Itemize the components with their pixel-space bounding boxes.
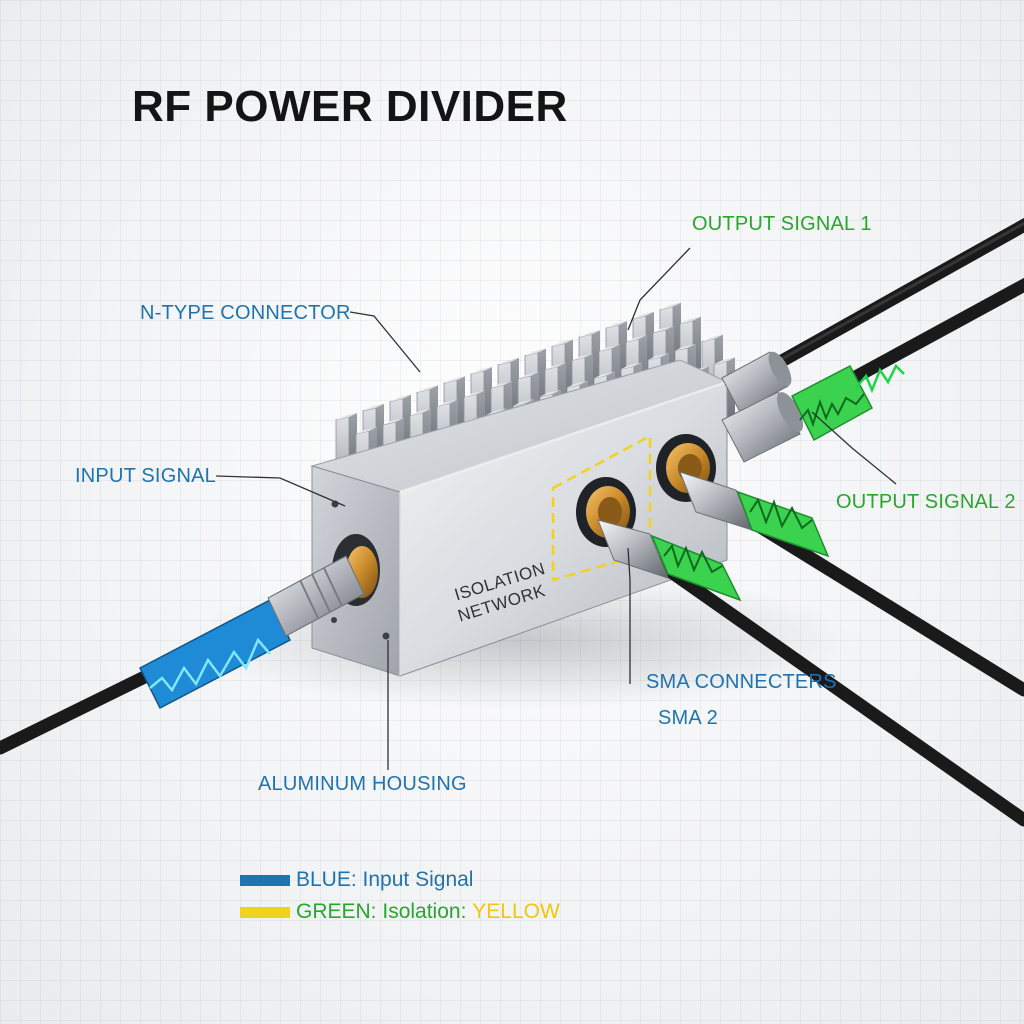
output-connector-2 — [721, 364, 874, 463]
heat-sink-fin-top — [606, 321, 627, 328]
input-cable — [0, 555, 365, 755]
heat-sink-fin-top — [545, 362, 566, 370]
legend-green-text: Isolation: — [382, 900, 467, 923]
output-2-signal-wave — [855, 363, 905, 394]
legend-swatch-blue — [240, 874, 290, 886]
label-output-signal-1: OUTPUT SIGNAL 1 — [692, 213, 872, 235]
label-sma-connecters: SMA CONNECTERS — [646, 671, 837, 693]
legend-row-green: GREEN: Isolation: YELLOW — [240, 900, 560, 924]
heat-sink-fin-top — [390, 394, 411, 402]
page-title: RF POWER DIVIDER — [132, 82, 568, 131]
heat-sink-fin-side — [592, 330, 600, 391]
heat-sink-fin-top — [653, 325, 674, 333]
heat-sink-fin-top — [464, 390, 485, 398]
label-input-signal: INPUT SIGNAL — [75, 465, 216, 487]
heat-sink-fin-top — [599, 344, 620, 352]
heat-sink-fin-side — [646, 311, 654, 372]
aluminum-housing-body — [310, 359, 729, 677]
legend-row-blue: BLUE: Input Signal — [240, 868, 473, 892]
label-sma-2: SMA 2 — [658, 707, 718, 729]
output-connector-1 — [721, 351, 792, 413]
heat-sink-fin-top — [680, 316, 701, 324]
sma-cable-2 — [679, 471, 1024, 697]
heat-sink-fin-top — [363, 403, 384, 411]
legend-yellow-text: YELLOW — [472, 900, 560, 923]
heat-sink-fin-top — [621, 362, 642, 370]
heat-sink-fin-top — [498, 357, 519, 365]
heat-sink-fin-top — [714, 357, 735, 365]
heat-sink-fin-top — [356, 427, 377, 434]
heat-sink-fin-top — [525, 348, 546, 356]
heat-sink-fin-side — [619, 321, 627, 381]
heat-sink-fin-top — [702, 334, 723, 342]
output-cable-1 — [773, 217, 1024, 369]
heat-sink-fin-top — [579, 330, 600, 338]
heat-sink-fin-top — [675, 343, 696, 351]
heat-sink-fin-top — [594, 371, 615, 379]
heat-sink-fin-side — [484, 367, 492, 427]
legend-green-key: GREEN: — [296, 900, 377, 923]
heat-sink-fin-top — [552, 339, 573, 347]
label-n-type-connector: N-TYPE CONNECTOR — [140, 302, 351, 324]
heat-sink-fin-top — [660, 302, 681, 310]
heat-sink-fin-top — [633, 311, 654, 319]
heat-sink-fin-side — [511, 357, 519, 418]
heat-sink-fin-top — [572, 353, 593, 361]
heat-sink-fin-top — [518, 371, 539, 379]
label-aluminum-housing: ALUMINUM HOUSING — [258, 773, 467, 795]
heat-sink-fin-side — [538, 348, 546, 409]
legend-blue-key: BLUE: — [296, 868, 357, 891]
heat-sink-fin-side — [673, 302, 681, 363]
sma-cable-1 — [597, 519, 1024, 827]
heat-sink-fin-top — [540, 389, 561, 397]
legend-blue-text: Input Signal — [362, 868, 474, 891]
heat-sink-fin-top — [437, 399, 458, 407]
heat-sink-fin-side — [565, 339, 573, 400]
heat-sink-fin-side — [457, 376, 465, 437]
heat-sink-fin-top — [410, 408, 431, 416]
heat-sink-fin-top — [444, 376, 465, 384]
heat-sink-fin-top — [626, 335, 647, 342]
leader-lines — [215, 247, 897, 770]
heat-sink-fin-top — [486, 408, 507, 416]
heat-sink-fin-top — [383, 417, 404, 425]
heat-sink-fin-top — [491, 381, 512, 388]
heat-sink-fin-top — [648, 353, 669, 360]
output-cable-2 — [843, 277, 1024, 387]
heat-sink-fin-top — [513, 399, 534, 406]
heat-sink-fin-top — [567, 380, 588, 388]
heat-sink-fin-top — [336, 413, 357, 420]
heat-sink-fin-top — [417, 385, 438, 393]
label-output-signal-2: OUTPUT SIGNAL 2 — [836, 491, 1016, 513]
heat-sink-fin-top — [471, 367, 492, 374]
legend-swatch-yellow — [240, 906, 290, 918]
